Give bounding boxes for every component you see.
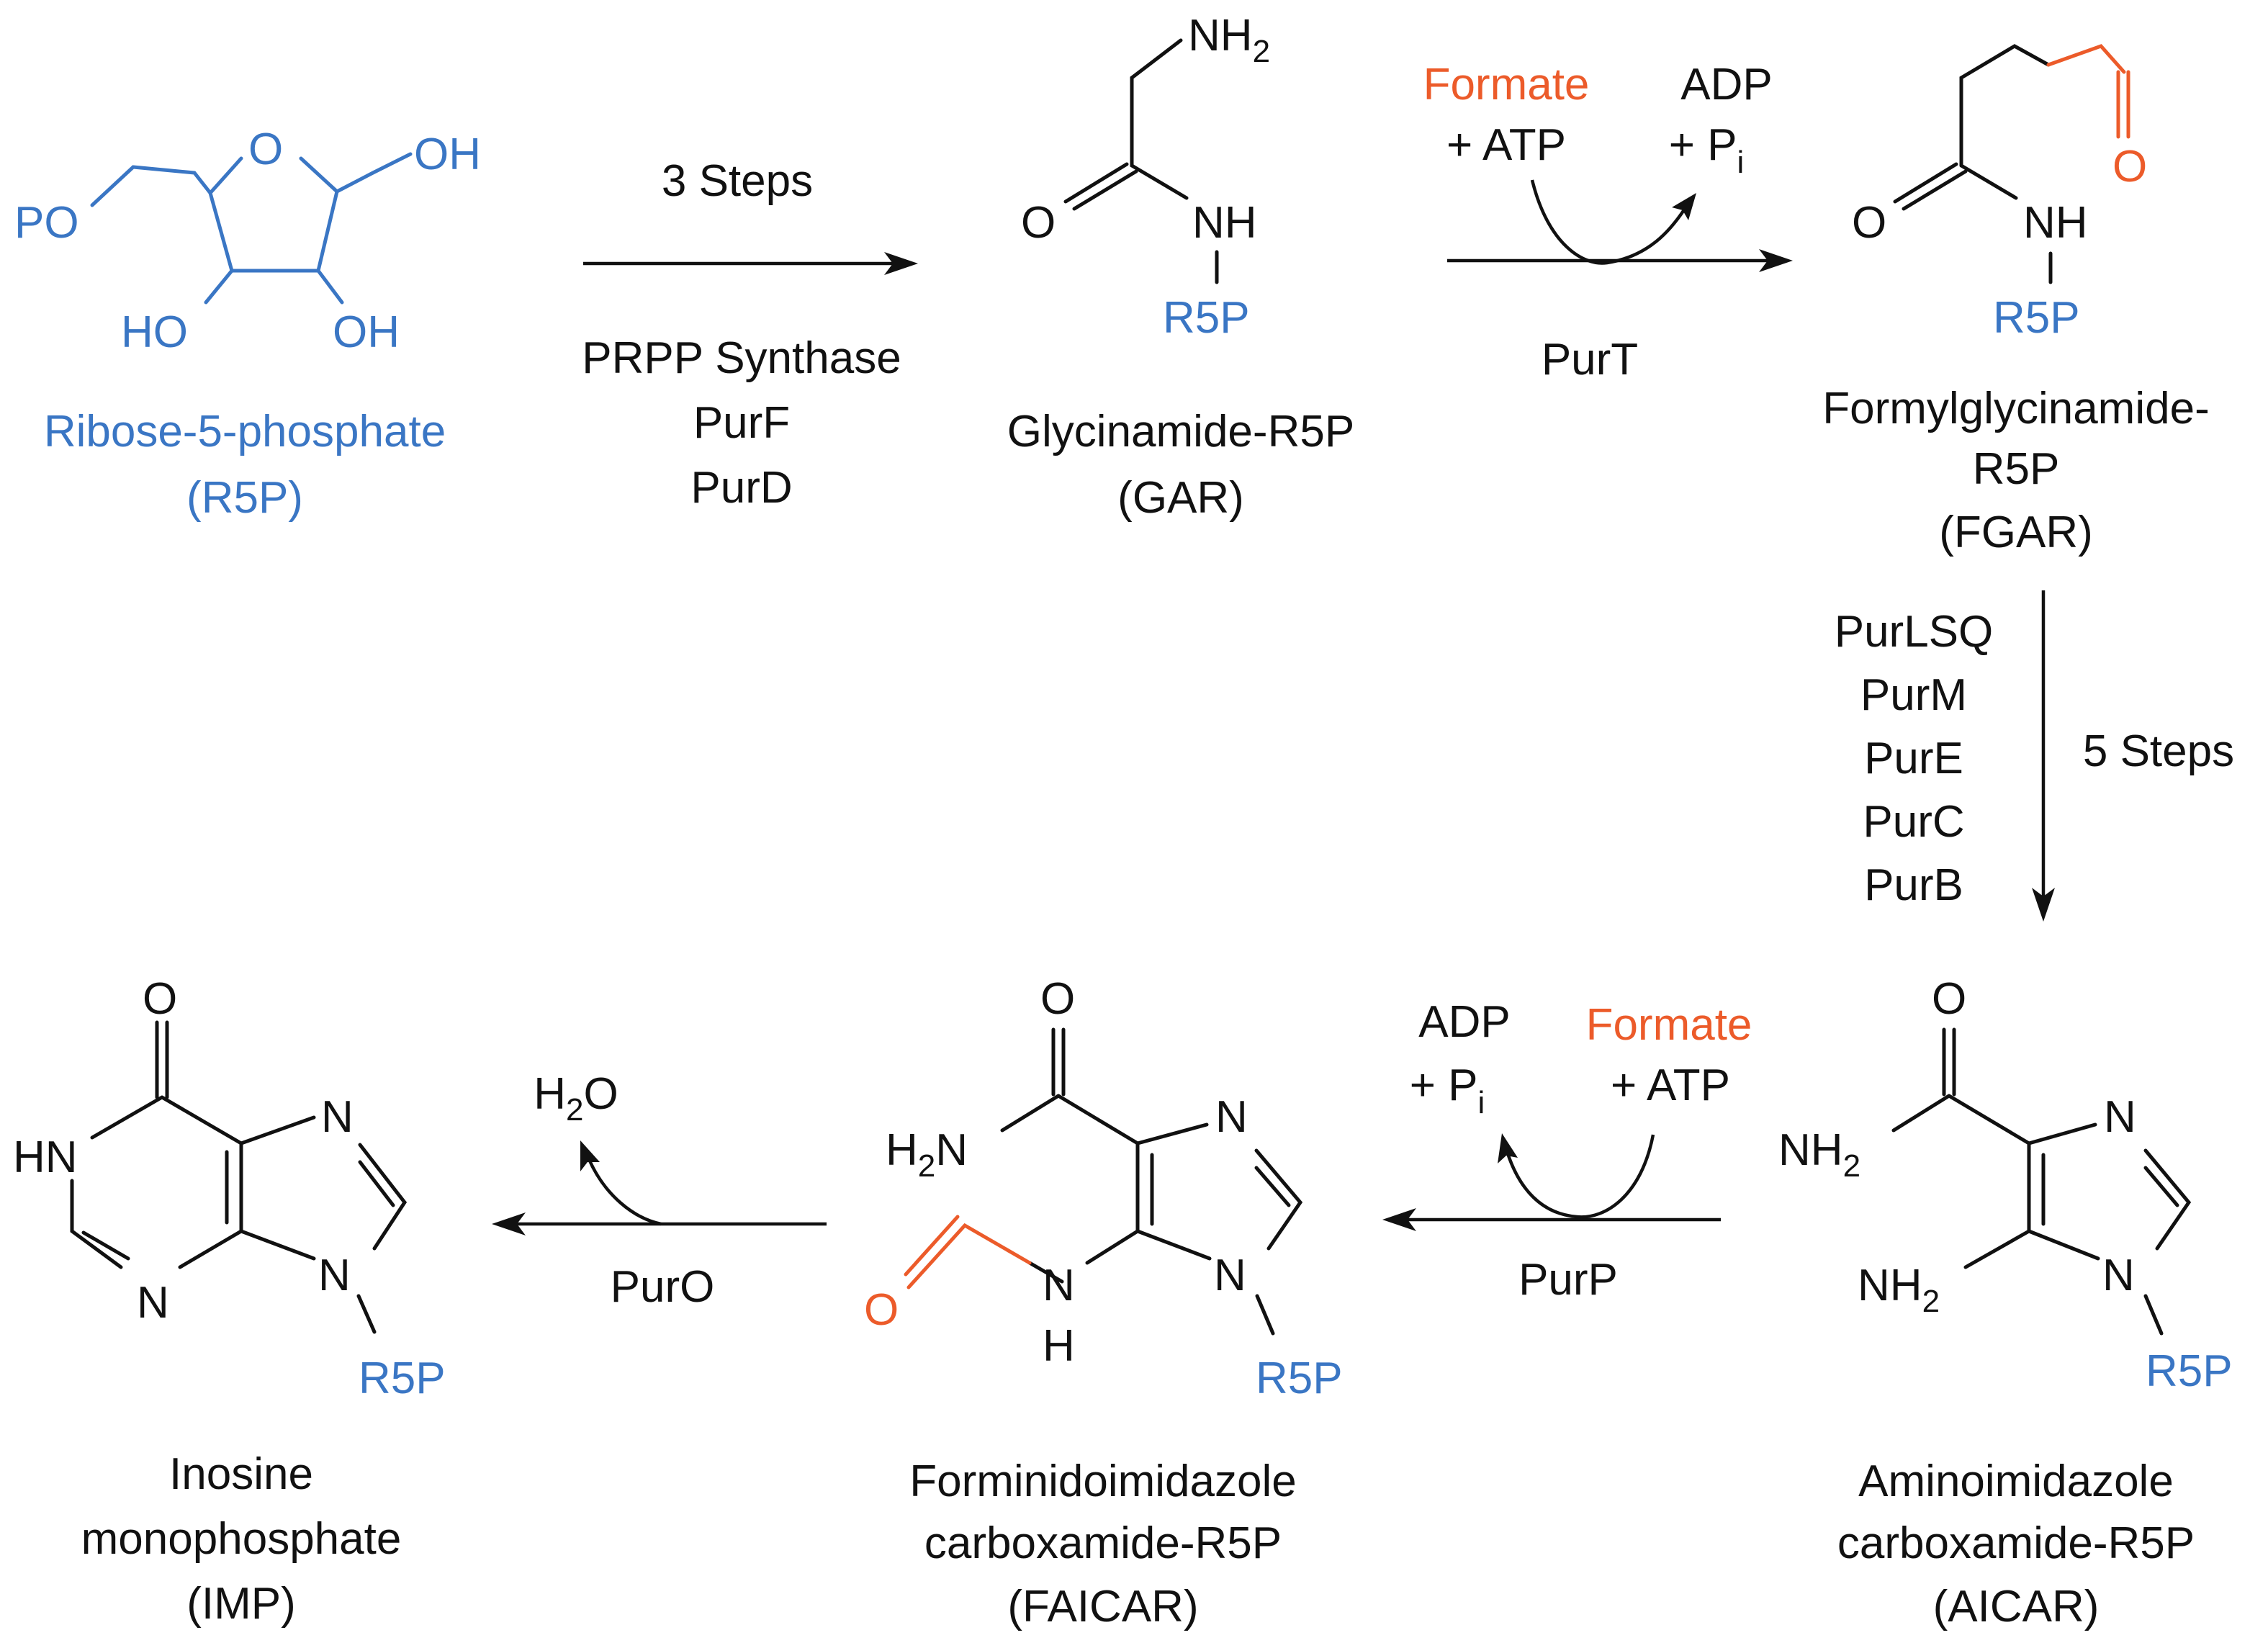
atp-label: + ATP xyxy=(1446,120,1566,170)
ring-n3: N xyxy=(2104,1092,2136,1142)
ring-n3: N xyxy=(137,1278,169,1328)
fgar-abbr: (FGAR) xyxy=(1939,508,2093,557)
carbonyl-oxygen: O xyxy=(1932,974,1966,1024)
atom-nh: NH xyxy=(2023,198,2088,248)
faicar-abbr: (FAICAR) xyxy=(1007,1582,1198,1631)
atom-ho: HO xyxy=(121,307,188,357)
gar-name: Glycinamide-R5P xyxy=(1007,407,1354,456)
enzyme-prpp-synthase: PRPP Synthase xyxy=(582,333,901,383)
water-label: H2O xyxy=(534,1069,618,1127)
gar-abbr: (GAR) xyxy=(1117,473,1244,523)
fgar-name-line1: Formylglycinamide- xyxy=(1822,384,2209,433)
atom-nh: NH xyxy=(1192,198,1257,248)
formyl-oxygen: O xyxy=(864,1285,899,1335)
faicar-name-line1: Forminidoimidazole xyxy=(909,1457,1297,1506)
enzyme-purm: PurM xyxy=(1860,670,1967,720)
formate-label: Formate xyxy=(1586,1000,1752,1050)
carbonyl-oxygen: O xyxy=(1852,198,1886,248)
amide-h: H xyxy=(1043,1321,1075,1371)
enzyme-pure: PurE xyxy=(1864,734,1963,783)
r5p-substituent: R5P xyxy=(359,1354,446,1403)
amino-nh2: NH2 xyxy=(1858,1261,1940,1319)
aicar-structure: O NH2 N NH2 N R5P xyxy=(1778,974,2233,1396)
enzyme-purp: PurP xyxy=(1518,1255,1618,1305)
enzyme-purd: PurD xyxy=(690,463,792,513)
enzyme-purlsq: PurLSQ xyxy=(1835,607,1994,657)
imp-name-line2: monophosphate xyxy=(81,1514,402,1564)
atom-oh: OH xyxy=(333,307,400,357)
carbonyl-oxygen: O xyxy=(1021,198,1056,248)
step2-arrow xyxy=(1447,179,1793,272)
faicar-name-line2: carboxamide-R5P xyxy=(924,1518,1282,1568)
ring-n1: N xyxy=(2102,1251,2135,1300)
ring-n9: N xyxy=(318,1251,351,1300)
enzyme-purb: PurB xyxy=(1864,860,1963,910)
adp-label: ADP xyxy=(1680,60,1772,109)
amide-h2n: H2N xyxy=(886,1125,968,1184)
enzyme-puro: PurO xyxy=(611,1262,715,1312)
pi-label: + Pi xyxy=(1669,120,1745,180)
enzyme-purf: PurF xyxy=(693,398,790,448)
ring-n1: N xyxy=(1214,1251,1246,1300)
atom-po: PO xyxy=(14,198,79,248)
amide-nh2: NH2 xyxy=(1778,1125,1860,1184)
aldehyde-oxygen: O xyxy=(2112,142,2147,192)
r5p-substituent: R5P xyxy=(1256,1354,1343,1403)
enzyme-purt: PurT xyxy=(1542,335,1638,384)
amide-n: N xyxy=(1043,1261,1075,1310)
step3-label: 5 Steps xyxy=(2083,726,2234,776)
atom-oh: OH xyxy=(414,130,481,179)
ring-n3: N xyxy=(1215,1092,1248,1142)
aicar-name-line2: carboxamide-R5P xyxy=(1837,1518,2195,1568)
ring-hn: HN xyxy=(13,1133,78,1182)
r5p-substituent: R5P xyxy=(1993,293,2080,343)
step4-arrow xyxy=(1382,1133,1721,1231)
ring-oxygen: O xyxy=(248,125,283,174)
r5p-substituent: R5P xyxy=(2146,1346,2233,1396)
gar-structure: NH2 O NH R5P xyxy=(1021,11,1270,343)
enzyme-purc: PurC xyxy=(1863,797,1964,847)
imp-name-line1: Inosine xyxy=(169,1449,313,1499)
r5p-substituent: R5P xyxy=(1163,293,1250,343)
r5p-name: Ribose-5-phosphate xyxy=(44,407,446,456)
formate-label: Formate xyxy=(1423,60,1590,109)
imp-structure: O HN N N N R5P xyxy=(13,974,446,1403)
aicar-abbr: (AICAR) xyxy=(1933,1582,2100,1631)
ring-n7: N xyxy=(321,1092,354,1142)
carbonyl-oxygen: O xyxy=(1040,974,1075,1024)
fgar-name-line2: R5P xyxy=(1973,444,2060,494)
r5p-abbr: (R5P) xyxy=(186,473,303,523)
atp-label: + ATP xyxy=(1611,1061,1730,1110)
step3-arrow xyxy=(2032,590,2055,922)
ribose-5-phosphate-structure: PO O OH HO OH xyxy=(14,125,481,357)
pi-label: + Pi xyxy=(1410,1061,1485,1120)
carbonyl-oxygen: O xyxy=(143,974,177,1024)
imp-abbr: (IMP) xyxy=(186,1579,296,1629)
aicar-name-line1: Aminoimidazole xyxy=(1858,1457,2174,1506)
adp-label: ADP xyxy=(1418,997,1510,1047)
step5-arrow xyxy=(492,1140,827,1235)
faicar-structure: O H2N N N O N H R5P xyxy=(864,974,1343,1403)
step1-label: 3 Steps xyxy=(662,156,813,206)
atom-nh2: NH2 xyxy=(1188,11,1270,69)
step1-arrow xyxy=(583,252,918,275)
fgar-structure: O O NH R5P xyxy=(1852,44,2147,343)
